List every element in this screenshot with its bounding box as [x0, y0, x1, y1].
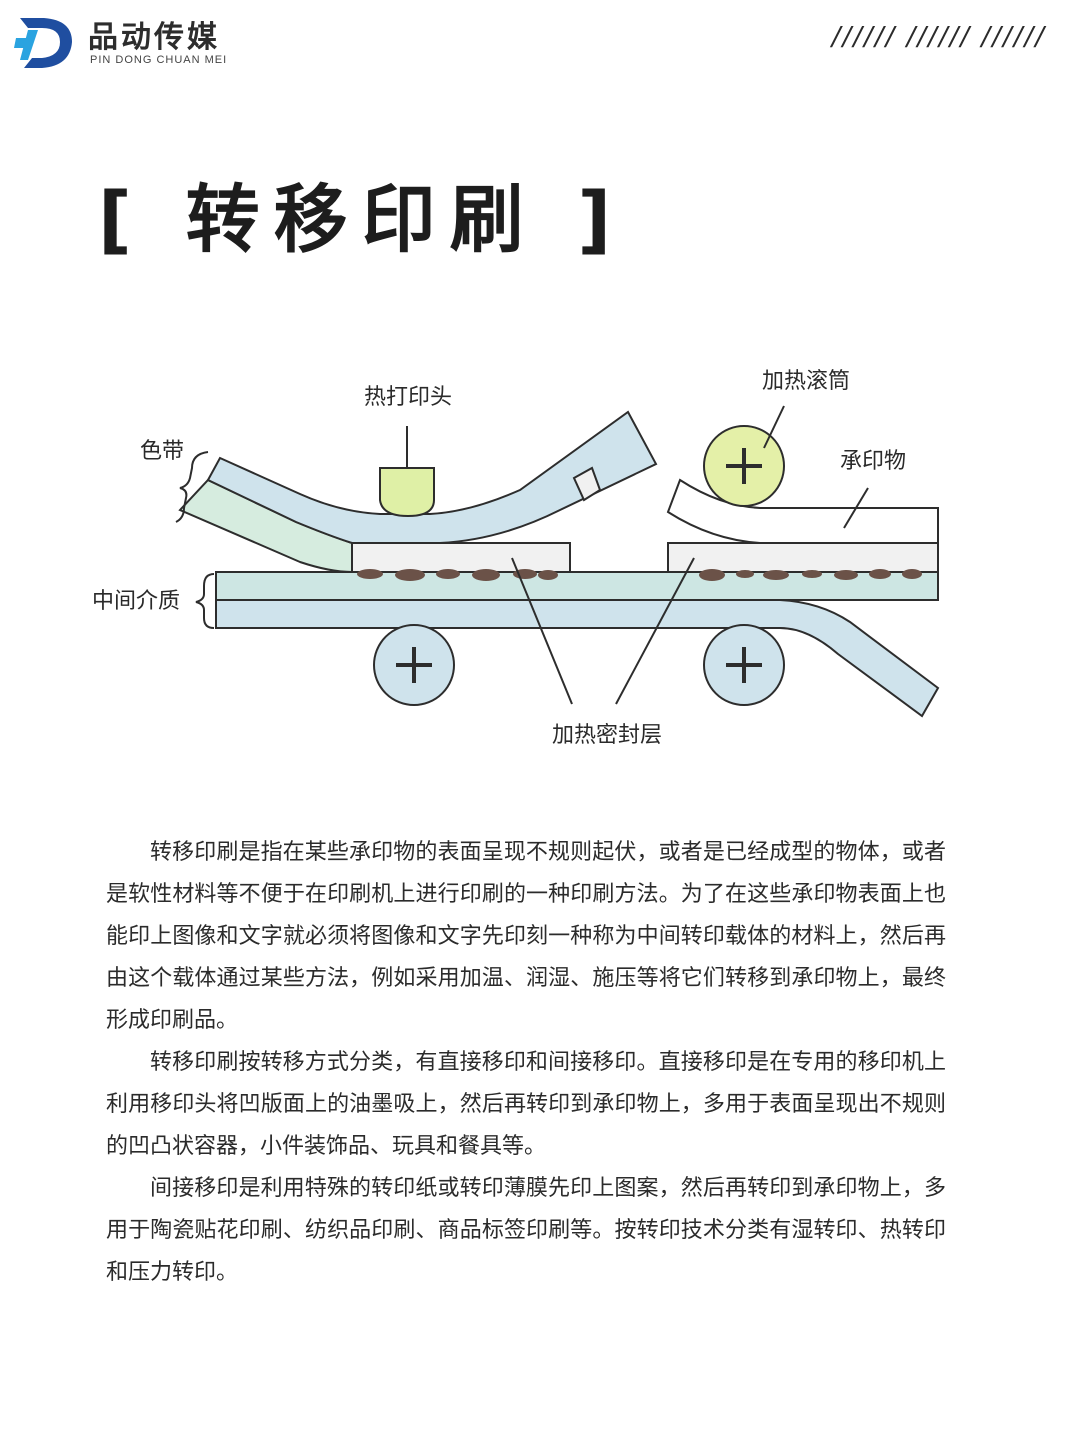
label-heat-seal-layer: 加热密封层	[552, 723, 662, 748]
ribbon-tab	[572, 466, 602, 502]
brand-logo	[14, 18, 72, 68]
label-thermal-head: 热打印头	[364, 385, 452, 410]
heated-roller-icon	[703, 425, 785, 507]
page-title: [ 转移印刷 ]	[98, 177, 626, 263]
bottom-roller-right-icon	[703, 624, 785, 706]
label-ribbon: 色带	[140, 439, 184, 464]
thermal-print-head-icon	[379, 467, 435, 518]
header: 品动传媒 PIN DONG CHUAN MEI ////// ////// //…	[0, 0, 1080, 90]
brand-subtitle: PIN DONG CHUAN MEI	[90, 54, 228, 66]
label-substrate: 承印物	[840, 449, 906, 474]
label-intermediate: 中间介质	[92, 589, 180, 614]
decorative-slashes: ////// ////// //////	[831, 22, 1046, 52]
substrate-sheet	[666, 478, 939, 544]
heat-seal-layer-right	[667, 542, 939, 573]
paragraph: 转移印刷是指在某些承印物的表面呈现不规则起伏，或者是已经成型的物体，或者是软性材…	[106, 840, 946, 1033]
paragraph: 转移印刷按转移方式分类，有直接移印和间接移印。直接移印是在专用的移印机上利用移印…	[106, 1050, 946, 1159]
medium-brace	[195, 573, 215, 629]
intermediate-medium-bottom	[215, 599, 940, 718]
transfer-printing-diagram: 热打印头 加热滚筒 色带 承印物 中间介质 加热密封层	[92, 369, 940, 748]
article-body: 转移印刷是指在某些承印物的表面呈现不规则起伏，或者是已经成型的物体，或者是软性材…	[106, 832, 946, 1294]
paragraph: 间接移印是利用特殊的转印纸或转印薄膜先印上图案，然后再转印到承印物上，多用于陶瓷…	[106, 1176, 946, 1285]
ribbon-brace	[175, 451, 209, 523]
heat-seal-layer-left	[351, 542, 571, 573]
intermediate-medium-top	[215, 571, 939, 601]
label-heated-roller: 加热滚筒	[762, 369, 850, 394]
ribbon-upper	[206, 410, 658, 544]
bottom-roller-left-icon	[373, 624, 455, 706]
brand-name: 品动传媒	[88, 20, 220, 55]
ink-dots	[357, 569, 922, 581]
